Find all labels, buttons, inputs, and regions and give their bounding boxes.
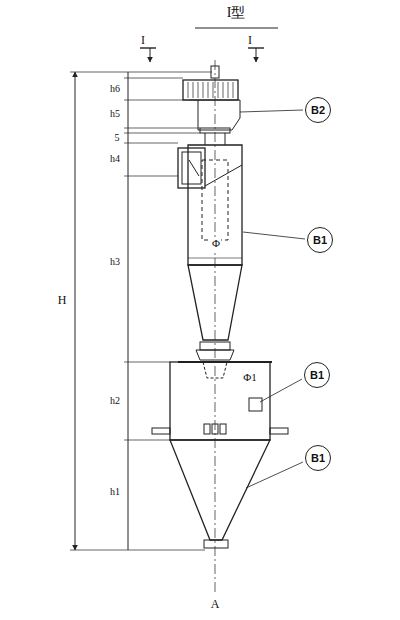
fan-fin bbox=[198, 82, 199, 98]
callout-number: B1 bbox=[310, 370, 324, 381]
callout-circle: B2 bbox=[305, 97, 331, 123]
dust-hopper bbox=[152, 362, 288, 548]
fan-fin bbox=[228, 82, 229, 98]
leader-lines bbox=[240, 110, 305, 488]
cyclone-body bbox=[188, 145, 242, 340]
section-mark: I bbox=[247, 34, 253, 47]
callout-circle: B1 bbox=[305, 445, 331, 471]
callout-number: B1 bbox=[311, 453, 325, 464]
fan-fin bbox=[223, 82, 224, 98]
view-mark: A bbox=[210, 598, 221, 611]
centre-axis bbox=[215, 60, 216, 592]
fan-fin bbox=[233, 82, 234, 98]
dimension-label: h6 bbox=[109, 84, 121, 95]
section-marks bbox=[140, 48, 264, 62]
fan-fin bbox=[208, 82, 209, 98]
callout-circle: B1 bbox=[304, 362, 330, 388]
dimension-label: h2 bbox=[109, 396, 121, 407]
section-mark: I bbox=[140, 34, 146, 47]
dimension-lines bbox=[70, 72, 212, 550]
dimension-label: h1 bbox=[109, 487, 121, 498]
outlet-flange bbox=[178, 342, 272, 378]
dimension-label: h3 bbox=[109, 257, 121, 268]
callout-number: B1 bbox=[313, 235, 327, 246]
section-title: I型 bbox=[226, 6, 247, 21]
fan-fin bbox=[213, 82, 214, 98]
callout-number: B2 bbox=[311, 105, 325, 116]
diameter-label: Φ bbox=[211, 238, 221, 250]
fan-unit bbox=[183, 66, 240, 145]
fan-fin bbox=[203, 82, 204, 98]
title-underline bbox=[195, 28, 278, 29]
callout-circle: B1 bbox=[307, 227, 333, 253]
dimension-label: h5 bbox=[109, 109, 121, 120]
dimension-label: H bbox=[57, 294, 68, 307]
dimension-label: 5 bbox=[114, 133, 121, 144]
diameter-label: Φ1 bbox=[242, 372, 258, 384]
dimension-label: h4 bbox=[109, 154, 121, 165]
fan-fin bbox=[193, 82, 194, 98]
fan-fin bbox=[218, 82, 219, 98]
fan-fin bbox=[188, 82, 189, 98]
